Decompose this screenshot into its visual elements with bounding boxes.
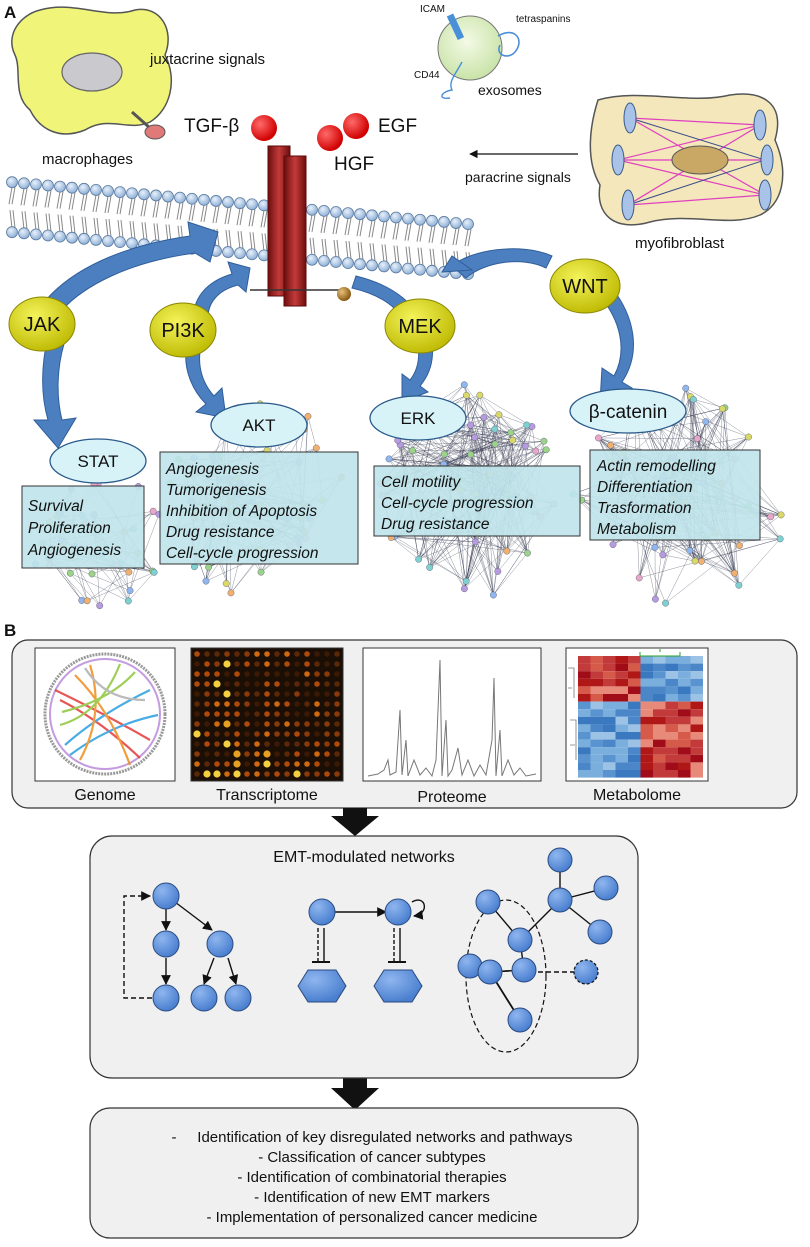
receptor bbox=[235, 145, 351, 307]
omics-label-transcriptome: Transcriptome bbox=[216, 787, 318, 804]
cell-membrane bbox=[6, 176, 474, 281]
myofibroblast-cell bbox=[589, 93, 784, 226]
tgfb-ligand bbox=[251, 115, 277, 141]
akt-functions-box: Angiogenesis Tumorigenesis Inhibition of… bbox=[159, 451, 359, 565]
networks-title: EMT-modulated networks bbox=[273, 849, 454, 866]
cd44-label: CD44 bbox=[414, 70, 440, 81]
bcatenin-label: β-catenin bbox=[589, 402, 668, 423]
hgf-label: HGF bbox=[334, 154, 374, 175]
genome-circos bbox=[34, 647, 176, 782]
outcome-3: - Identification of combinatorial therap… bbox=[237, 1169, 506, 1186]
bcatenin-function-1: Actin remodelling bbox=[596, 458, 716, 475]
egf-label: EGF bbox=[378, 116, 417, 137]
akt-label: AKT bbox=[242, 416, 275, 435]
akt-function-1: Angiogenesis bbox=[165, 461, 259, 478]
paracrine-label: paracrine signals bbox=[465, 169, 571, 185]
panel-a-label: A bbox=[4, 3, 16, 22]
akt-function-4: Drug resistance bbox=[166, 524, 275, 541]
jak-label: JAK bbox=[24, 314, 61, 336]
network-pair-nodes bbox=[297, 898, 423, 1003]
mek-label: MEK bbox=[398, 316, 442, 338]
erk-function-3: Drug resistance bbox=[381, 516, 490, 533]
myofibroblast-label: myofibroblast bbox=[635, 235, 725, 252]
stat-function-1: Survival bbox=[28, 498, 84, 515]
erk-label: ERK bbox=[401, 409, 437, 428]
omics-label-metabolome: Metabolome bbox=[593, 787, 681, 804]
proteome-spectrum bbox=[362, 647, 542, 782]
wnt-label: WNT bbox=[562, 276, 608, 298]
tetraspanins-label: tetraspanins bbox=[516, 14, 570, 25]
networks-panel bbox=[89, 835, 639, 1079]
juxtacrine-label: juxtacrine signals bbox=[149, 51, 265, 68]
egf-ligand-1 bbox=[317, 125, 343, 151]
icam-label: ICAM bbox=[420, 4, 445, 15]
exosomes-label: exosomes bbox=[478, 82, 542, 98]
metabolome-heatmap bbox=[565, 647, 709, 782]
erk-function-2: Cell-cycle progression bbox=[381, 495, 533, 512]
phosphate-right bbox=[337, 287, 351, 301]
bcatenin-function-4: Metabolism bbox=[597, 521, 676, 538]
outcomes-panel bbox=[89, 1107, 639, 1239]
outcome-4: - Identification of new EMT markers bbox=[254, 1189, 490, 1206]
bcatenin-oval: β-catenin bbox=[569, 388, 687, 434]
erk-oval: ERK bbox=[369, 395, 467, 441]
wnt-oval: WNT bbox=[549, 258, 621, 314]
bcatenin-functions-box: Actin remodelling Differentiation Trasfo… bbox=[589, 449, 761, 541]
network-tree-nodes bbox=[152, 882, 252, 1012]
network-graph-dashed-node bbox=[573, 959, 599, 985]
bcatenin-function-3: Trasformation bbox=[597, 500, 691, 517]
transcriptome-array bbox=[190, 647, 344, 782]
macrophage-cell bbox=[11, 6, 173, 140]
panel-b-label: B bbox=[4, 621, 16, 640]
pi3k-label: PI3K bbox=[161, 320, 205, 342]
akt-function-3: Inhibition of Apoptosis bbox=[166, 503, 317, 520]
stat-oval: STAT bbox=[49, 438, 147, 484]
akt-function-2: Tumorigenesis bbox=[166, 482, 267, 499]
bcatenin-function-2: Differentiation bbox=[597, 479, 693, 496]
macrophages-label: macrophages bbox=[42, 151, 133, 168]
down-arrow-1 bbox=[331, 808, 379, 836]
down-arrow-2 bbox=[331, 1078, 379, 1110]
stat-function-3: Angiogenesis bbox=[27, 542, 121, 559]
omics-label-genome: Genome bbox=[74, 787, 135, 804]
erk-functions-box: Cell motility Cell-cycle progression Dru… bbox=[373, 465, 581, 537]
outcome-2: - Classification of cancer subtypes bbox=[258, 1149, 486, 1166]
signaling-arrows bbox=[32, 221, 634, 449]
egf-ligand-2 bbox=[343, 113, 369, 139]
stat-functions-box: Survival Proliferation Angiogenesis bbox=[21, 485, 145, 569]
akt-oval: AKT bbox=[210, 402, 308, 448]
network-graph-nodes bbox=[457, 847, 619, 1033]
outcome-1: - Identification of key disregulated net… bbox=[171, 1129, 572, 1146]
akt-function-5: Cell-cycle progression bbox=[166, 545, 318, 562]
outcome-5: - Implementation of personalized cancer … bbox=[206, 1209, 537, 1226]
erk-function-1: Cell motility bbox=[381, 474, 461, 491]
exosome bbox=[437, 13, 520, 100]
jak-oval: JAK bbox=[8, 296, 76, 352]
network-tree bbox=[123, 891, 239, 999]
tgfb-label: TGF-β bbox=[184, 116, 239, 137]
mek-oval: MEK bbox=[384, 298, 456, 354]
network-pair bbox=[312, 899, 425, 963]
stat-function-2: Proliferation bbox=[28, 520, 111, 537]
pi3k-oval: PI3K bbox=[149, 302, 217, 358]
stat-label: STAT bbox=[78, 452, 119, 471]
omics-label-proteome: Proteome bbox=[417, 789, 486, 806]
